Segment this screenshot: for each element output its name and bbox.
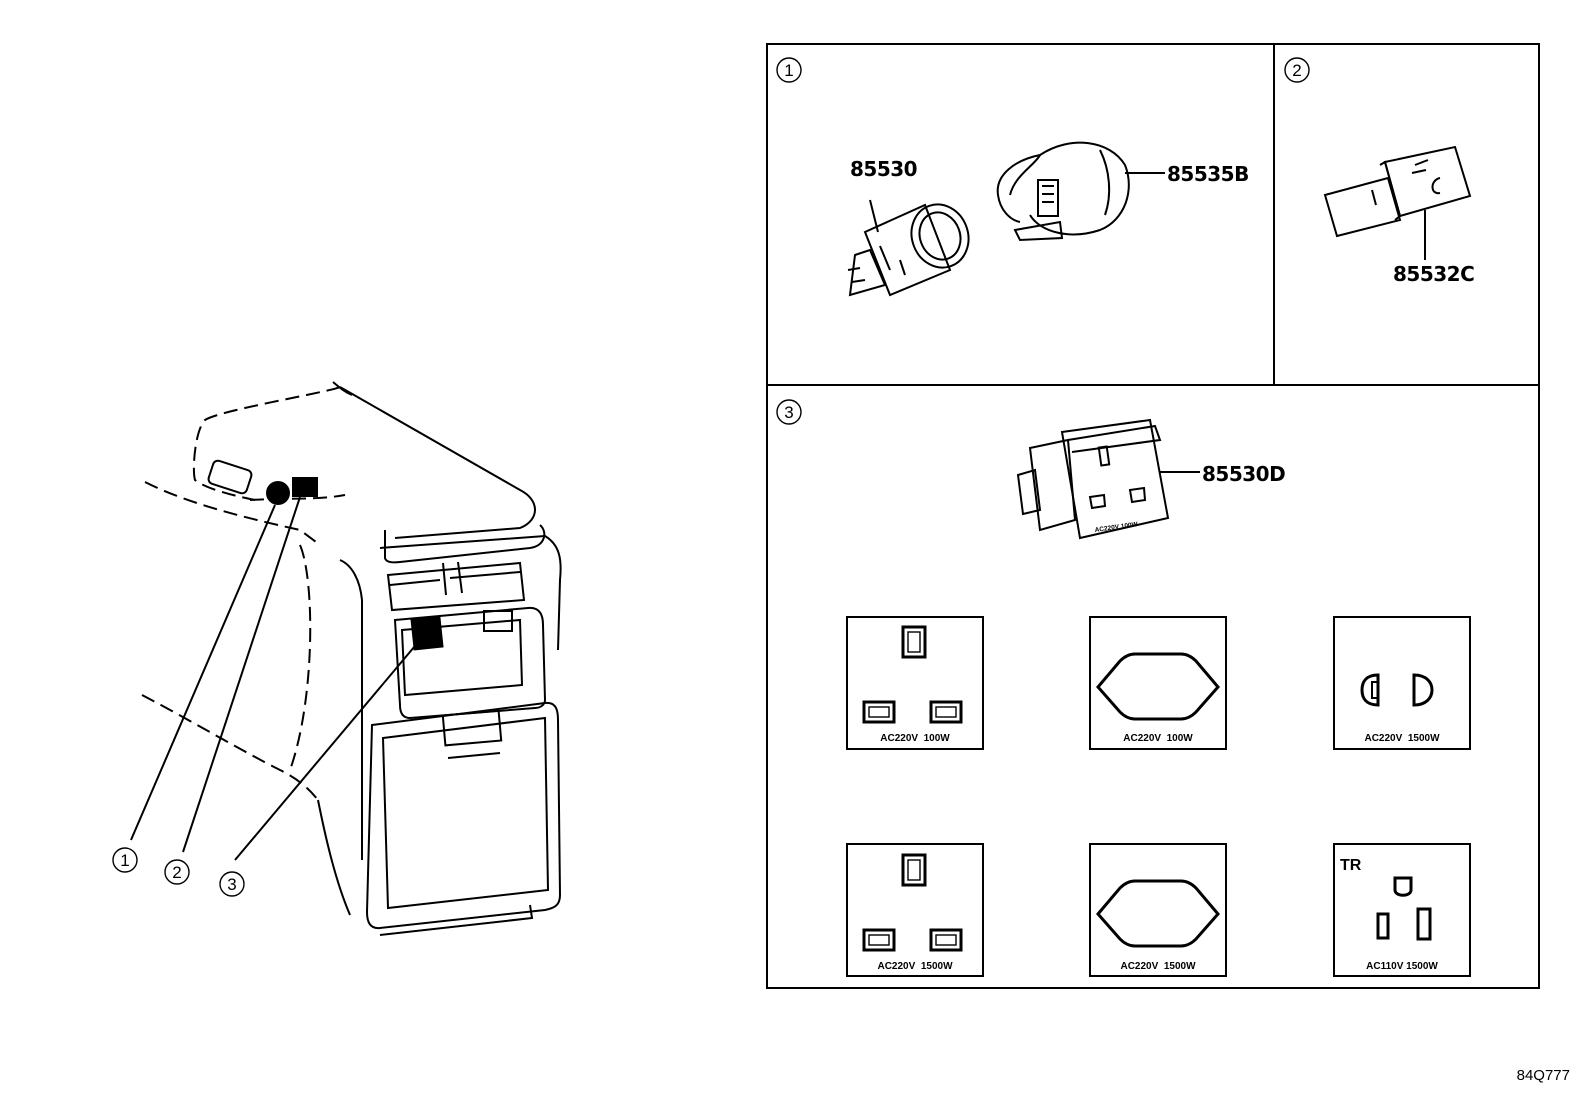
panel-3: 3 AC220V 100W 85530D [776, 399, 1286, 540]
callout-1-label: 1 [120, 851, 129, 870]
callout-2[interactable]: 2 [164, 859, 190, 885]
socket-us-3pin-icon[interactable]: TR AC110V 1500W [1333, 843, 1471, 977]
part-85532C[interactable]: 85532C [1393, 262, 1475, 286]
panel-1: 1 85530 85535B [776, 57, 1249, 297]
socket-uk-3pin-icon[interactable]: AC220V 100W [846, 616, 984, 750]
callout-1[interactable]: 1 [112, 847, 138, 873]
socket-rating: AC220V 100W [880, 733, 950, 744]
part-85530[interactable]: 85530 [850, 157, 918, 181]
figure-id: 84Q777 [1517, 1067, 1570, 1084]
module-rating-label: AC220V 100W [1094, 521, 1139, 534]
detail-frame [766, 43, 1540, 989]
socket-rating: AC220V 1500W [1364, 733, 1440, 744]
panel-2: 2 85532C [1284, 57, 1475, 286]
panel-1-number: 1 [784, 61, 793, 80]
socket-uk-3pin-icon[interactable]: AC220V 1500W [846, 843, 984, 977]
socket-rating: AC220V 1500W [1120, 961, 1196, 972]
socket-rating: AC220V 1500W [877, 961, 953, 972]
ac-outlet-module-icon[interactable]: AC220V 100W [1016, 418, 1170, 540]
console-overview: 1 2 3 [112, 381, 562, 936]
panel-3-number: 3 [784, 403, 793, 422]
socket-europlug-icon[interactable]: AC220V 100W [1089, 616, 1227, 750]
cigar-socket-icon[interactable] [847, 196, 977, 297]
tr-badge: TR [1340, 857, 1362, 874]
callout-3[interactable]: 3 [219, 871, 245, 897]
callout-2-label: 2 [172, 863, 181, 882]
socket-cap-icon[interactable] [996, 141, 1130, 242]
socket-universal-2pin-icon[interactable]: AC220V 1500W [1333, 616, 1471, 750]
callout-3-label: 3 [227, 875, 236, 894]
socket-europlug-icon[interactable]: AC220V 1500W [1089, 843, 1227, 977]
panel-2-number: 2 [1292, 61, 1301, 80]
part-85530D[interactable]: 85530D [1202, 462, 1286, 486]
part-85535B[interactable]: 85535B [1167, 162, 1249, 186]
socket-variants: AC220V 100W AC220V 100W AC220V 1500W AC2… [846, 616, 1471, 977]
socket-rating: AC110V 1500W [1366, 961, 1438, 972]
socket-rating: AC220V 100W [1123, 733, 1193, 744]
usb-port-icon[interactable] [1323, 145, 1472, 238]
